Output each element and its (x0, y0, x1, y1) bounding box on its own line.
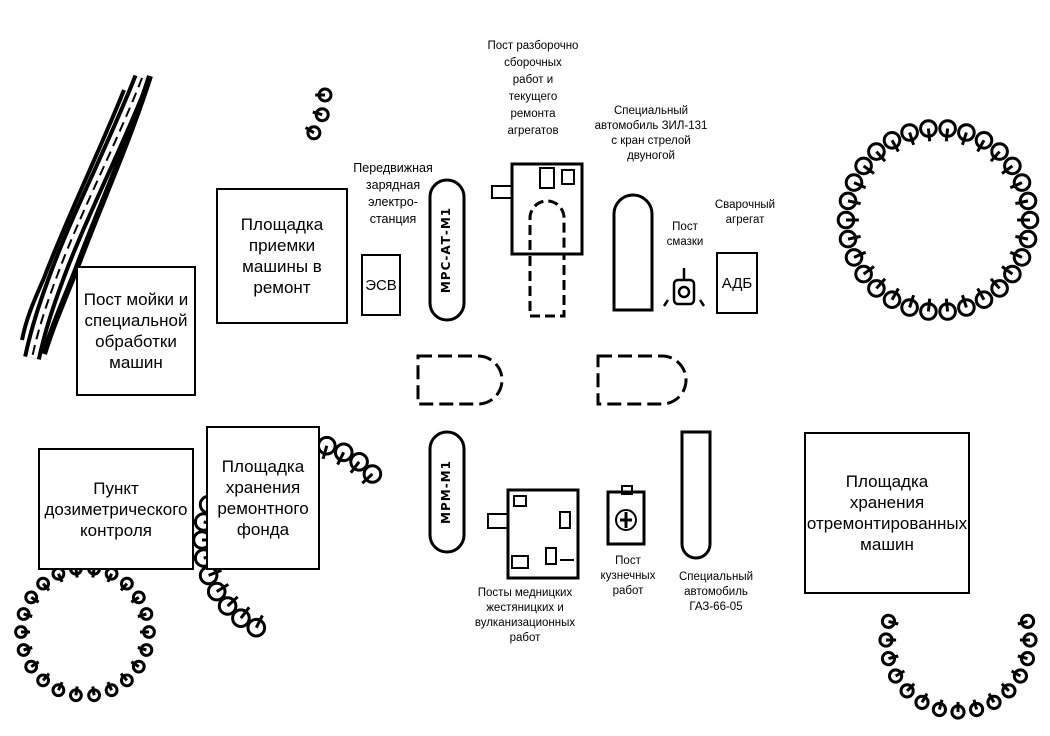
repair-fund-box: Площадка хранения ремонтного фонда (206, 426, 320, 570)
workshop-icon (487, 488, 580, 580)
wash-post-box: Пост мойки и специальной обработки машин (76, 266, 196, 396)
forge-icon (606, 485, 646, 546)
mrm-vehicle-label: МРМ-М1 (439, 460, 453, 524)
vehicle-outline-icon (416, 354, 688, 406)
road-icon (20, 74, 153, 360)
forge-post-label: Пост кузнечных работ (600, 555, 656, 597)
welding-label: Сварочный агрегат (714, 199, 776, 226)
repaired-storage-box: Площадка хранения отремонтированных маши… (804, 432, 970, 594)
vehicle-outline-icon (428, 178, 466, 554)
vehicle-outline-icon (680, 430, 712, 560)
tree-ring-icon (878, 613, 1038, 720)
esv-unit: ЭСВ (361, 254, 401, 316)
tree-ring-icon (836, 119, 1040, 321)
reception-box: Площадка приемки машины в ремонт (216, 188, 348, 324)
tree-ring-icon (304, 87, 333, 141)
copper-posts-label: Посты медницких жестяницких и вулканизац… (474, 587, 576, 644)
adb-unit: АДБ (716, 252, 758, 314)
lube-post-label: Пост смазки (666, 221, 704, 248)
dosimetry-box: Пункт дозиметрического контроля (38, 448, 194, 570)
tree-rings (14, 87, 1040, 720)
zil-vehicle-label: Специальный автомобиль ЗИЛ-131 с кран ст… (594, 105, 708, 162)
workshop-icon (491, 162, 584, 318)
lubricator-icon (662, 268, 706, 307)
vehicle-outline-icon (612, 193, 654, 312)
assembly-post-label: Пост разборочно сборочных работ и текуще… (487, 40, 579, 137)
mobile-station-label: Передвижная зарядная электро- станция (353, 161, 433, 226)
tree-ring-icon (14, 561, 156, 703)
gaz-vehicle-label: Специальный автомобиль ГАЗ-66-05 (678, 571, 754, 613)
